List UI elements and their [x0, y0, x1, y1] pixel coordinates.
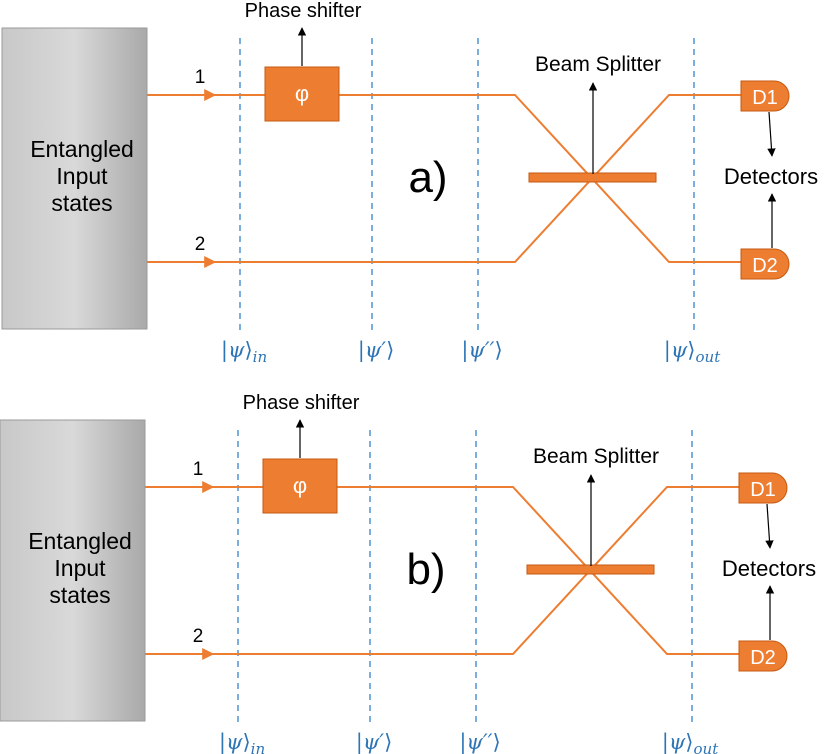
- detector-d1-label: D1: [752, 87, 778, 109]
- state-ket-part: |: [358, 338, 365, 363]
- detector-d2-shape: [738, 640, 788, 672]
- source-box: [1, 27, 148, 330]
- state-ket-part: |: [221, 338, 228, 363]
- state-label: |ψ′′⟩: [459, 730, 500, 754]
- detectors-title: Detectors: [724, 164, 818, 189]
- state-ket-part: ψ′′: [468, 338, 494, 362]
- source-label-line: states: [51, 190, 112, 216]
- panel-label: b): [406, 545, 445, 594]
- state-ket-part: |: [219, 730, 226, 754]
- beam-splitter-title: Beam Splitter: [533, 445, 659, 468]
- source-label-line: Entangled: [30, 136, 134, 162]
- port-1-label: 1: [195, 67, 206, 88]
- state-ket-part: ⟩: [384, 730, 392, 754]
- phase-shifter-title: Phase shifter: [243, 392, 360, 414]
- state-ket-part: ψ′: [365, 338, 386, 362]
- state-label: |ψ⟩out: [662, 730, 719, 754]
- state-ket-part: |: [461, 338, 468, 363]
- beam-splitter-plate: [526, 564, 655, 575]
- phase-symbol: φ: [293, 473, 307, 498]
- state-label: |ψ′⟩: [358, 338, 395, 363]
- detector-d1-shape: [740, 80, 790, 112]
- state-subscript: out: [694, 740, 720, 754]
- state-ket-part: ψ: [669, 730, 686, 754]
- phase-shifter-box: [262, 458, 338, 514]
- state-subscript: in: [251, 740, 265, 754]
- detector-d1-shape: [738, 472, 788, 504]
- detector-arrow-top: [765, 503, 774, 549]
- state-label: |ψ′′⟩: [461, 338, 502, 363]
- state-ket-part: ψ′′: [466, 730, 492, 754]
- port-2-label: 2: [195, 234, 206, 255]
- panel-label: a): [408, 153, 447, 202]
- source-box: [0, 419, 146, 722]
- port-2-label: 2: [193, 626, 204, 647]
- state-ket-part: ⟩: [492, 730, 500, 754]
- state-ket-part: ⟩: [494, 338, 502, 362]
- state-ket-part: ⟩: [244, 338, 252, 362]
- port-1-label: 1: [193, 459, 204, 480]
- state-label: |ψ⟩in: [221, 338, 267, 366]
- state-ket-part: ⟩: [687, 338, 695, 362]
- beam-splitter-title: Beam Splitter: [535, 53, 661, 76]
- state-label: |ψ⟩out: [664, 338, 721, 366]
- detector-d1-label: D1: [750, 479, 776, 501]
- source-label-line: Input: [54, 555, 106, 581]
- state-ket-part: |: [664, 338, 671, 363]
- state-ket-part: ψ′: [363, 730, 384, 754]
- detector-d2-label: D2: [752, 255, 778, 277]
- state-ket-part: |: [356, 730, 363, 754]
- state-ket-part: ⟩: [242, 730, 250, 754]
- state-ket-part: |: [662, 730, 669, 754]
- state-ket-part: ψ: [671, 338, 688, 362]
- phase-symbol: φ: [295, 81, 309, 106]
- state-ket-part: ⟩: [386, 338, 394, 362]
- detector-arrow-top: [767, 111, 776, 157]
- state-label: |ψ⟩in: [219, 730, 265, 754]
- source-label-line: states: [49, 582, 110, 608]
- phase-shifter-title: Phase shifter: [245, 0, 362, 22]
- phase-shifter-box: [264, 66, 340, 122]
- detector-d2-shape: [740, 248, 790, 280]
- state-subscript: in: [253, 348, 267, 366]
- detectors-title: Detectors: [722, 556, 816, 581]
- source-label-line: Entangled: [28, 528, 132, 554]
- state-ket-part: ψ: [226, 730, 243, 754]
- state-ket-part: ψ: [228, 338, 245, 362]
- detector-d2-label: D2: [750, 647, 776, 669]
- beam-splitter-plate: [528, 172, 657, 183]
- state-ket-part: |: [459, 730, 466, 754]
- state-label: |ψ′⟩: [356, 730, 393, 754]
- state-subscript: out: [696, 348, 722, 366]
- source-label-line: Input: [56, 163, 108, 189]
- state-ket-part: ⟩: [685, 730, 693, 754]
